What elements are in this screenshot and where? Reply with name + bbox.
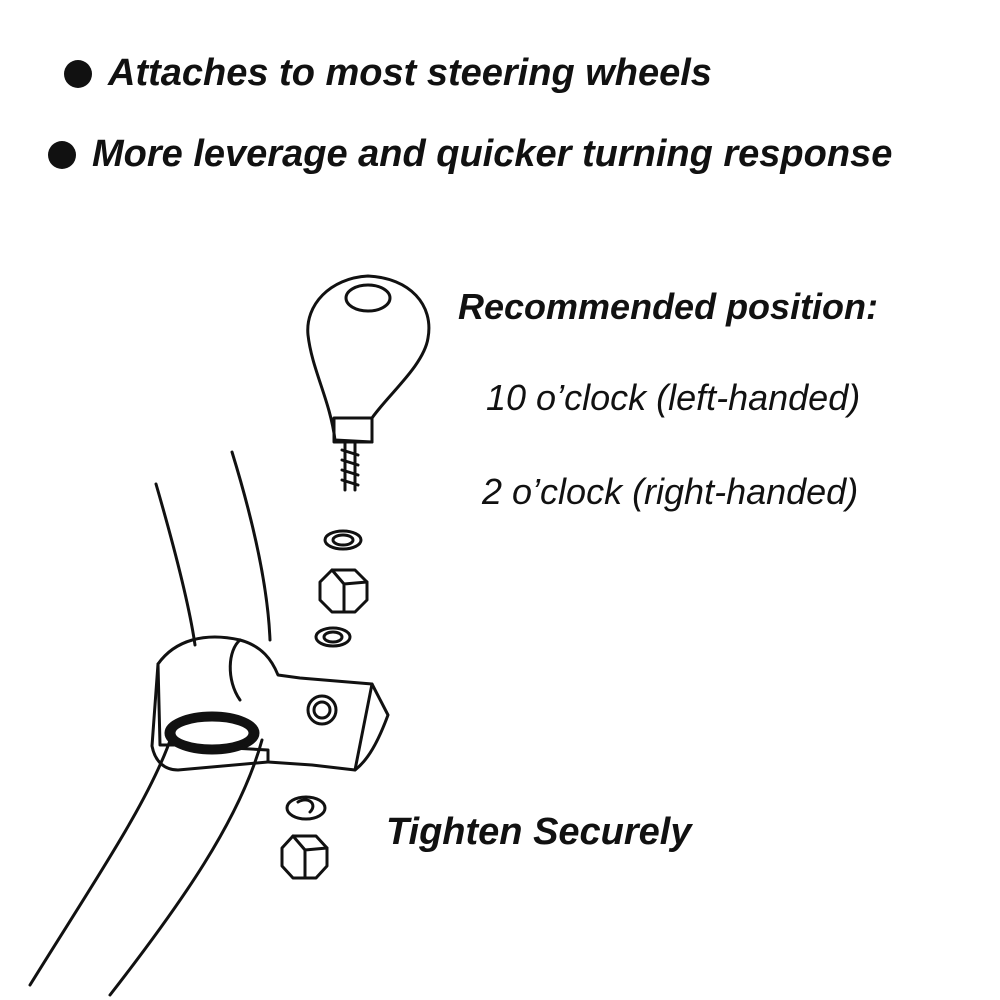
wheel-clamp-icon: [150, 635, 390, 772]
feature-item-2: More leverage and quicker turning respon…: [48, 133, 892, 176]
nut-icon: [318, 568, 369, 614]
lower-hardware: [280, 795, 329, 880]
washer-icon: [323, 529, 363, 551]
tighten-instruction: Tighten Securely: [386, 811, 692, 853]
spinner-knob-icon: [306, 274, 431, 492]
position-left-handed: 10 o’clock (left-handed): [486, 377, 861, 418]
upper-hardware: [314, 529, 369, 648]
nut-icon: [280, 834, 329, 880]
washer-icon: [314, 626, 352, 648]
bullet-icon: [48, 140, 76, 169]
bullet-icon: [64, 59, 92, 88]
feature-text-1: Attaches to most steering wheels: [108, 52, 712, 94]
steering-wheel-rim: [28, 450, 272, 997]
feature-item-1: Attaches to most steering wheels: [64, 52, 712, 95]
lock-washer-icon: [285, 795, 327, 821]
feature-text-2: More leverage and quicker turning respon…: [92, 133, 893, 175]
recommended-heading: Recommended position:: [458, 286, 879, 327]
position-right-handed: 2 o’clock (right-handed): [482, 471, 859, 512]
